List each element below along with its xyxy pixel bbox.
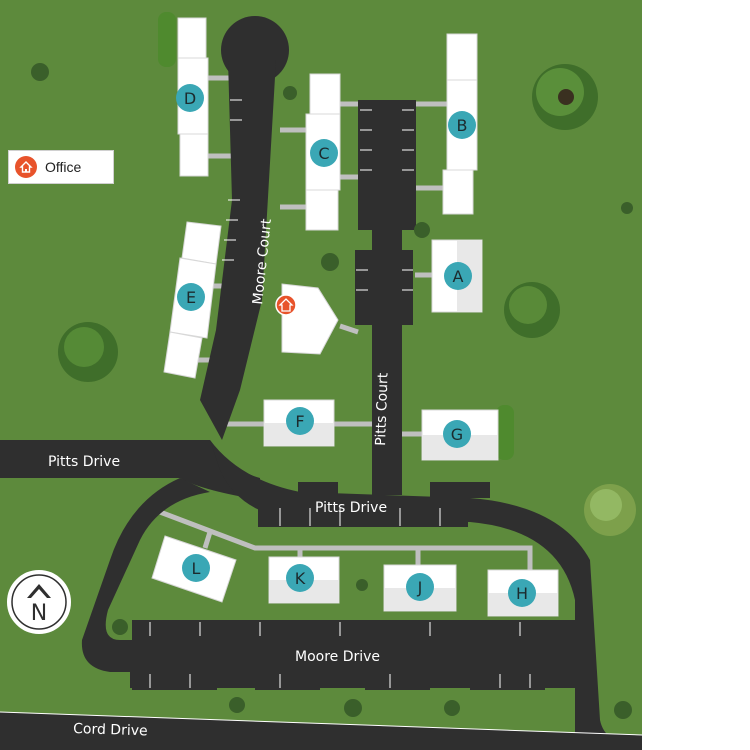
office-legend-label: Office <box>45 159 82 175</box>
office-legend[interactable]: Office <box>8 150 114 184</box>
building-marker-c[interactable]: C <box>310 139 338 167</box>
building-marker-f[interactable]: F <box>286 407 314 435</box>
building-label-k: K <box>295 569 306 588</box>
house-icon <box>15 156 37 178</box>
building-label-d: D <box>184 89 196 108</box>
building-label-b: B <box>457 116 468 135</box>
building-label-g: G <box>451 425 463 444</box>
building-label-a: A <box>453 267 464 286</box>
building-marker-l[interactable]: L <box>182 554 210 582</box>
compass-label: N <box>31 601 47 626</box>
road-label-pitts-drive-west: Pitts Drive <box>48 454 120 470</box>
building-label-c: C <box>318 144 329 163</box>
building-marker-h[interactable]: H <box>508 579 536 607</box>
north-compass: N <box>7 570 71 634</box>
house-icon <box>278 298 294 312</box>
building-marker-j[interactable]: J <box>406 573 434 601</box>
office-map-marker[interactable] <box>275 294 297 316</box>
building-label-e: E <box>186 288 196 307</box>
building-marker-d[interactable]: D <box>176 84 204 112</box>
trees <box>31 12 636 719</box>
map-margin <box>642 0 750 750</box>
north-arrow-icon <box>27 584 51 598</box>
parking-stripes <box>149 99 531 688</box>
building-marker-g[interactable]: G <box>443 420 471 448</box>
building-marker-b[interactable]: B <box>448 111 476 139</box>
building-label-f: F <box>295 412 304 431</box>
road-label-cord-drive: Cord Drive <box>73 721 148 739</box>
road-label-pitts-drive-center: Pitts Drive <box>315 500 387 516</box>
building-label-j: J <box>417 578 423 597</box>
road-label-pitts-court: Pitts Court <box>373 372 392 446</box>
building-marker-a[interactable]: A <box>444 262 472 290</box>
building-marker-k[interactable]: K <box>286 564 314 592</box>
building-label-h: H <box>516 584 528 603</box>
building-label-l: L <box>192 559 201 578</box>
building-marker-e[interactable]: E <box>177 283 205 311</box>
road-label-moore-drive: Moore Drive <box>295 649 380 665</box>
